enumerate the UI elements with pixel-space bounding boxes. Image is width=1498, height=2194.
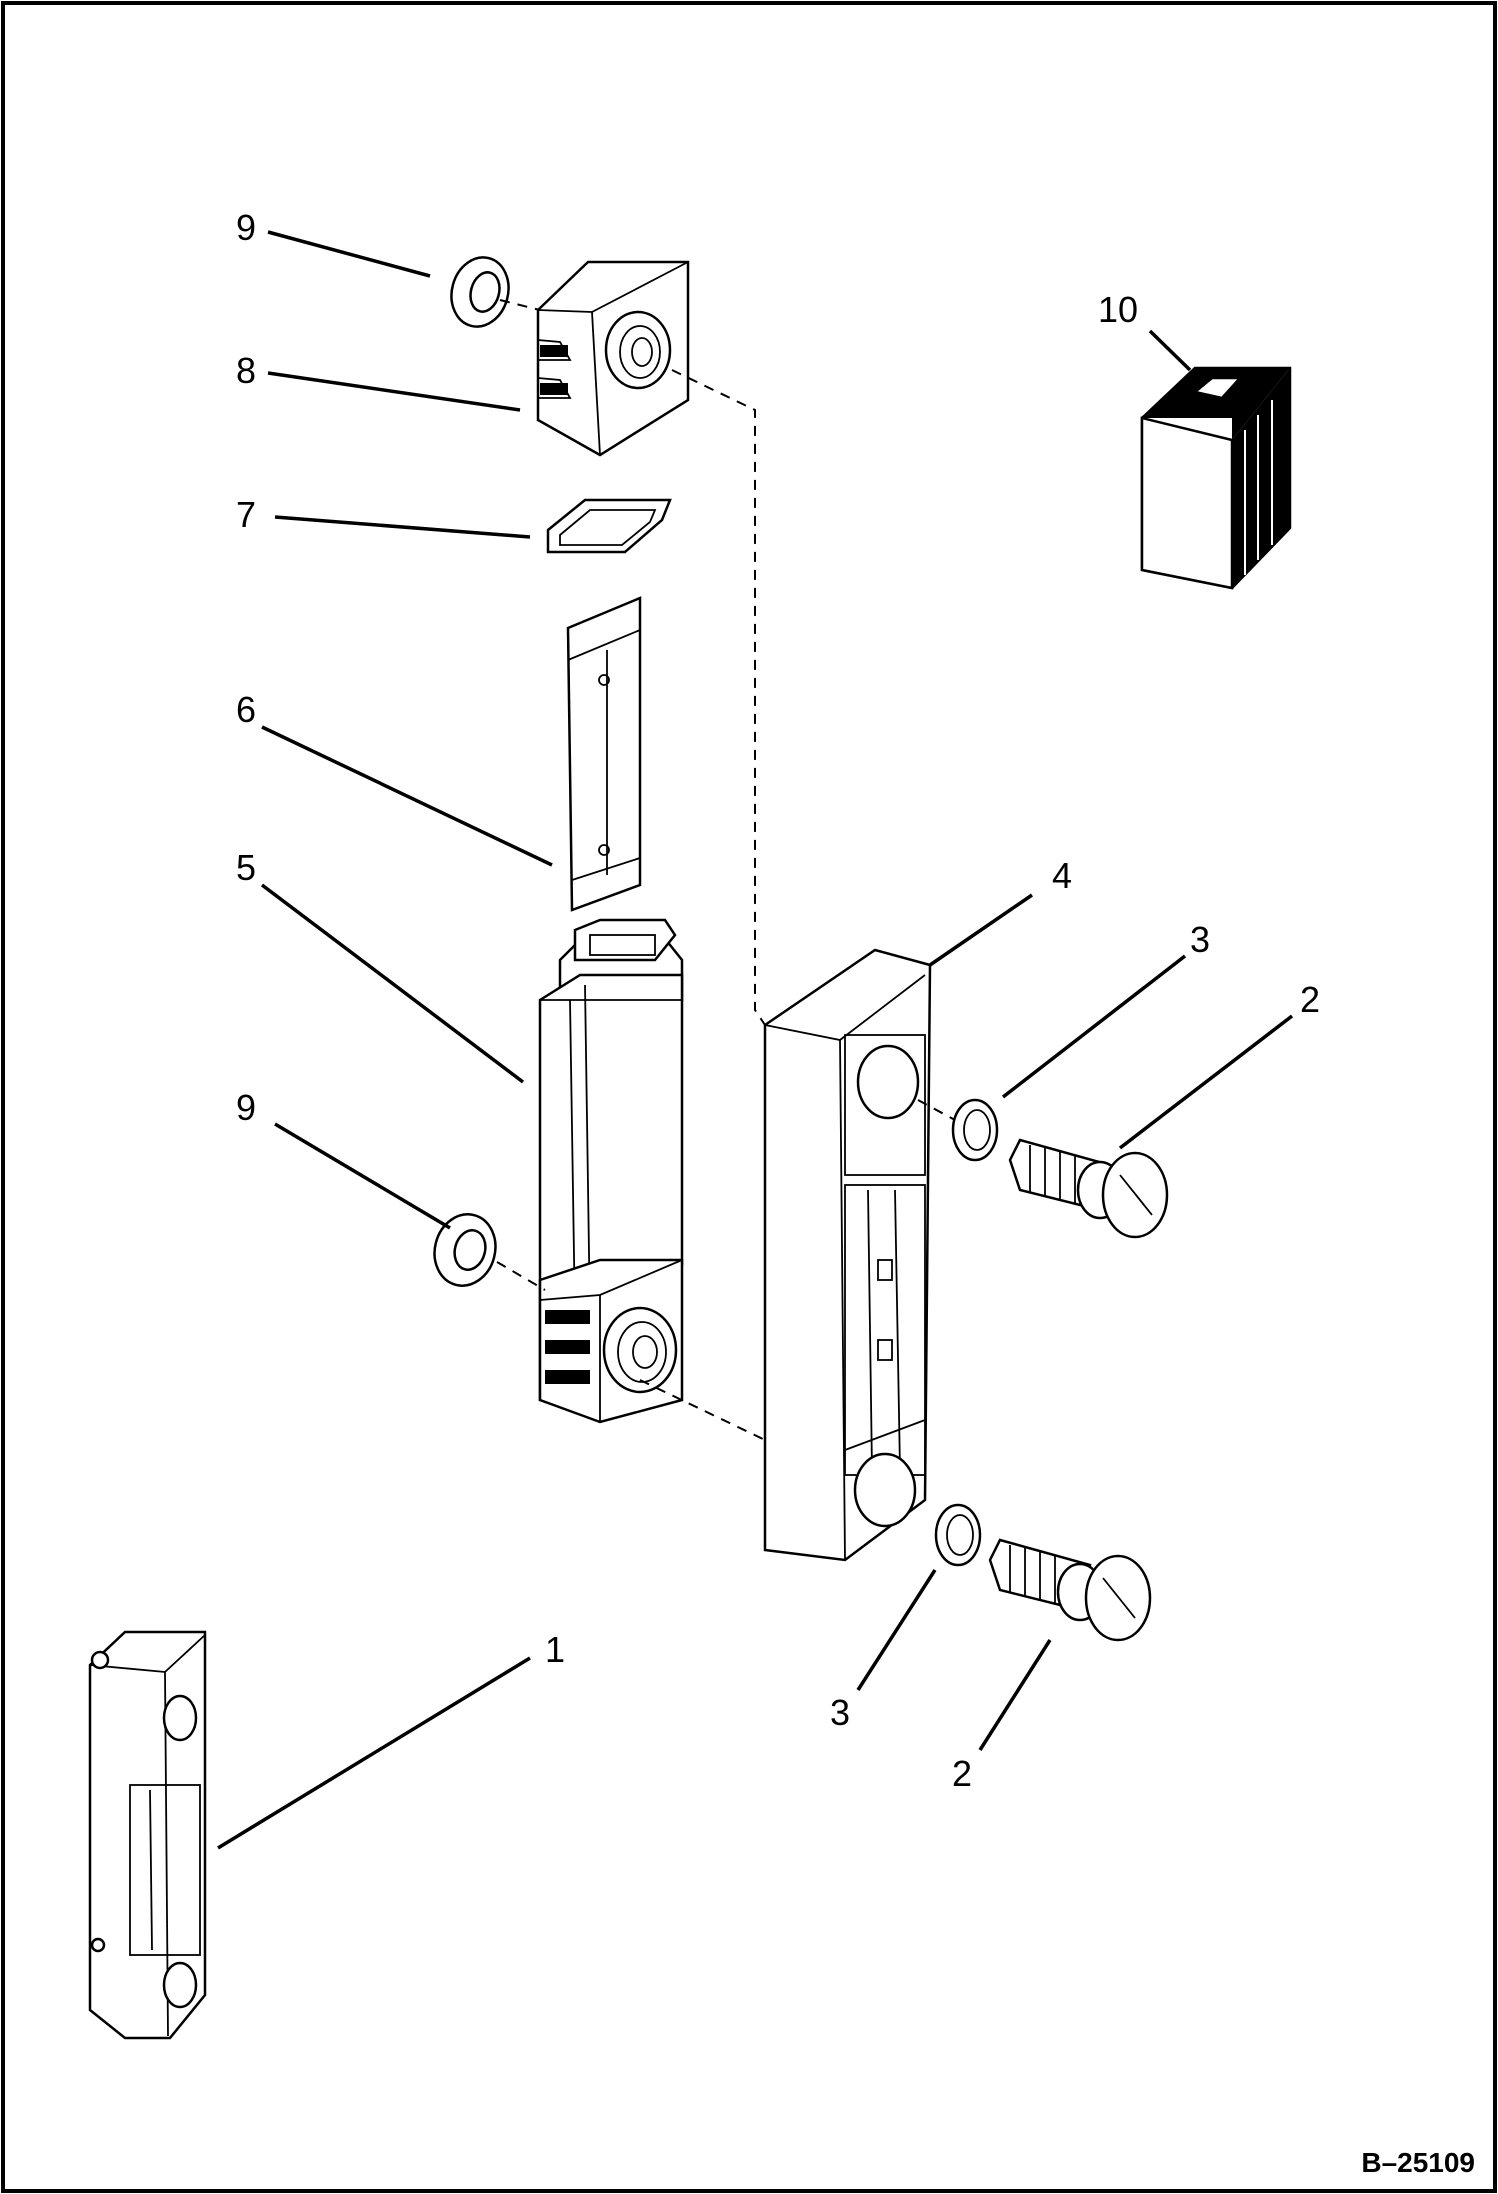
part-8-top-block [536,260,690,457]
part-3-seal-washer-upper [951,1098,999,1162]
callout-6: 6 [236,689,256,730]
callout-2-upper: 2 [1300,979,1320,1020]
callout-9-lower: 9 [236,1087,256,1128]
figure-number: B–25109 [1361,2147,1475,2178]
part-6-scale-strip [566,596,642,912]
callout-1: 1 [545,1629,565,1670]
callout-3-upper: 3 [1190,919,1210,960]
callout-5: 5 [236,847,256,888]
callout-3-lower: 3 [830,1692,850,1733]
callout-8: 8 [236,350,256,391]
part-5-sight-glass-body [538,918,684,1424]
callout-2-lower: 2 [952,1753,972,1794]
part-4-housing [763,948,932,1562]
part-9-washer-lower [433,1213,497,1287]
assembly-lines [496,299,956,1441]
callout-9-top: 9 [236,207,256,248]
part-7-gasket [546,498,672,554]
leader-lines [217,230,1294,1850]
part-10-kit-box [1140,366,1292,590]
part-2-bolt-lower [988,1538,1152,1642]
part-3-seal-washer-lower [934,1503,982,1567]
callout-7: 7 [236,494,256,535]
callout-labels: 9 8 7 6 5 9 4 3 2 3 2 1 10 [236,207,1320,1794]
callout-10: 10 [1098,289,1138,330]
part-2-bolt-upper [1008,1138,1169,1239]
part-9-washer-top [450,256,510,328]
part-1-assembled-gauge [88,1630,207,2040]
callout-4: 4 [1052,855,1072,896]
